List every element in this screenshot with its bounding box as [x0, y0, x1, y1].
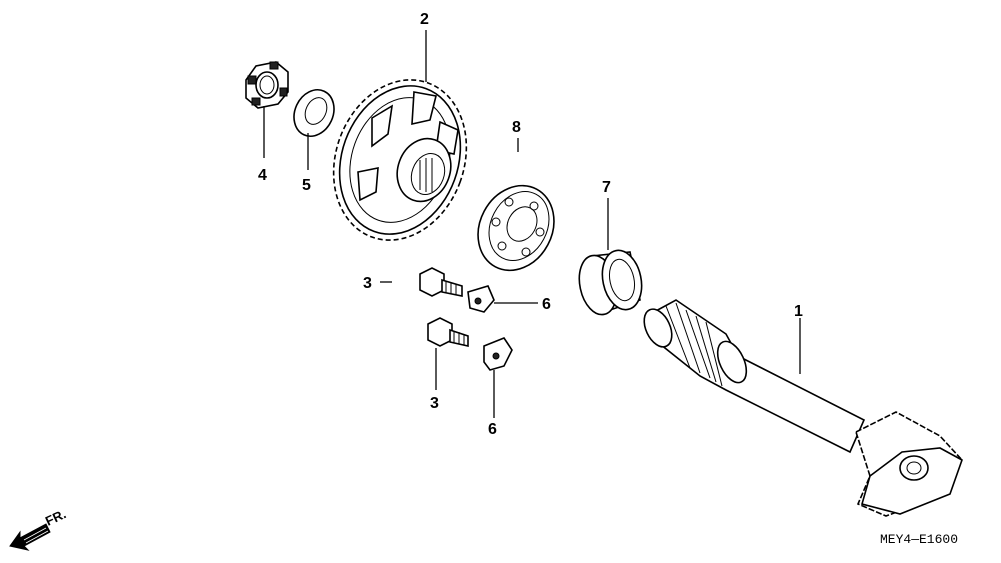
washer [293, 89, 335, 137]
callout-6-lower: 6 [488, 421, 497, 438]
callout-5: 5 [302, 177, 311, 194]
bolt-upper [419, 267, 463, 297]
lock-plate-upper [467, 285, 495, 313]
bolt-lower [427, 317, 469, 347]
callout-4: 4 [258, 167, 267, 184]
callout-3-upper: 3 [363, 275, 372, 292]
front-direction-label: FR. [43, 506, 68, 528]
lock-plate-lower [483, 337, 513, 371]
castle-nut [245, 61, 289, 109]
callout-6-upper: 6 [542, 296, 551, 313]
callout-8: 8 [512, 119, 521, 136]
balancer-gear [332, 79, 468, 241]
callout-2: 2 [420, 11, 429, 28]
needle-bearing [578, 249, 643, 316]
callout-1: 1 [794, 303, 803, 320]
balancer-shaft [643, 299, 963, 517]
diagram-code: MEY4—E1600 [880, 532, 958, 547]
ball-bearing [477, 184, 555, 272]
front-direction-arrow [9, 523, 51, 551]
callout-3-lower: 3 [430, 395, 439, 412]
callout-7: 7 [602, 179, 611, 196]
